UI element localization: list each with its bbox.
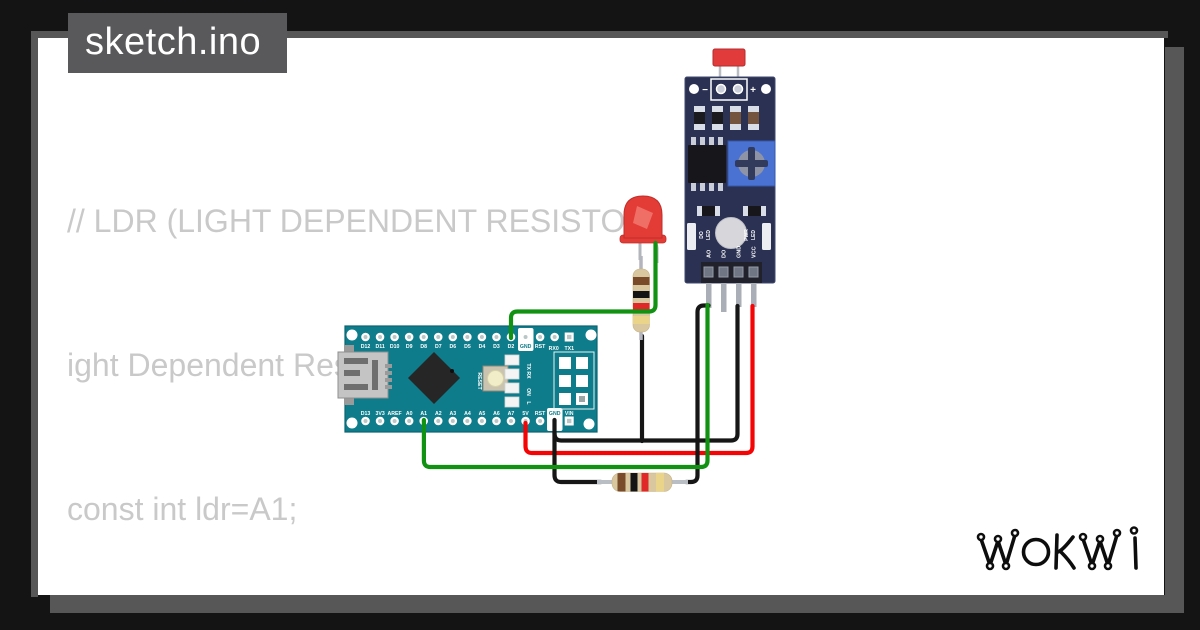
mcu-pin1-dot (450, 369, 454, 373)
wire-a1-ao[interactable] (421, 302, 710, 470)
wire-d2-led[interactable] (508, 240, 658, 341)
ldr-socket (710, 78, 748, 101)
svg-text:GND: GND (549, 411, 561, 417)
svg-text:A2: A2 (435, 411, 442, 417)
svg-text:D4: D4 (479, 344, 486, 350)
pin-ao[interactable] (706, 283, 712, 308)
svg-text:5V: 5V (522, 411, 529, 417)
mcu-chip (408, 352, 460, 404)
svg-text:A3: A3 (449, 411, 456, 417)
reset-label: RESET (476, 372, 482, 390)
nano-top-pin-labels: D12 D11 D10 D9 D8 D7 D6 D5 D4 D3 D2 GND … (361, 344, 574, 352)
wire-5v-vcc[interactable] (523, 303, 755, 456)
ldr-sensor-module[interactable]: − + (684, 48, 776, 312)
svg-text:A6: A6 (493, 411, 500, 417)
svg-text:D3: D3 (493, 344, 500, 350)
arduino-nano-board[interactable]: RESET TX RX ON L (337, 325, 598, 433)
svg-text:D10: D10 (390, 344, 400, 350)
pin-label-vcc: VCC (752, 246, 758, 258)
svg-text:LED: LED (706, 230, 712, 240)
minus-label: − (702, 85, 708, 96)
svg-text:VIN: VIN (565, 411, 574, 417)
svg-text:RST: RST (535, 344, 546, 350)
pin-header (701, 262, 762, 283)
svg-text:RST: RST (535, 411, 546, 417)
mount-hole (346, 329, 358, 341)
potentiometer[interactable] (727, 140, 776, 187)
mount-hole (346, 417, 358, 429)
onboard-leds: TX RX ON L (504, 354, 531, 408)
pwr-led (762, 223, 771, 250)
mount-hole (689, 84, 699, 94)
mount-hole (585, 329, 597, 341)
frame-bottom (50, 595, 1184, 613)
do-led (687, 223, 696, 250)
svg-text:D5: D5 (464, 344, 471, 350)
svg-text:ON: ON (525, 388, 531, 396)
svg-text:TX RX: TX RX (525, 363, 531, 379)
reset-button[interactable] (482, 365, 509, 392)
svg-text:LED: LED (751, 230, 757, 240)
svg-text:A7: A7 (508, 411, 515, 417)
resistor-horizontal[interactable] (597, 472, 688, 492)
svg-text:D9: D9 (406, 344, 413, 350)
svg-text:D12: D12 (361, 344, 371, 350)
frame-left (31, 31, 38, 597)
svg-text:D2: D2 (508, 344, 515, 350)
svg-text:A5: A5 (479, 411, 486, 417)
sketch-file-tab[interactable]: sketch.ino (68, 13, 287, 73)
svg-text:D13: D13 (361, 411, 371, 417)
svg-text:TX1: TX1 (564, 346, 574, 352)
circuit-diagram: RESET TX RX ON L (337, 48, 776, 492)
led-red[interactable] (619, 195, 667, 263)
svg-text:AREF: AREF (388, 411, 402, 417)
frame-right (1165, 47, 1184, 613)
smd-components (694, 106, 759, 130)
svg-text:D7: D7 (435, 344, 442, 350)
usb-connector (337, 345, 392, 405)
code-line: const int ldr=A1; (67, 491, 298, 527)
svg-text:D8: D8 (420, 344, 427, 350)
diagram-canvas[interactable]: // LDR (LIGHT DEPENDENT RESISTOR) ight D… (38, 38, 1164, 595)
svg-text:3V3: 3V3 (375, 411, 384, 417)
wire-gnd-module[interactable] (552, 303, 740, 443)
svg-text:A1: A1 (420, 411, 427, 417)
svg-text:RX0: RX0 (549, 346, 559, 352)
mount-hole (761, 84, 771, 94)
svg-text:L: L (525, 401, 531, 405)
frame-top (31, 31, 1168, 38)
wire-gnd-resistor[interactable] (552, 417, 604, 485)
pin-gnd[interactable] (736, 283, 742, 307)
icsp-header (553, 351, 595, 410)
svg-text:DO: DO (699, 231, 705, 239)
pin-label-ao: AO (707, 249, 713, 258)
resistor-vertical[interactable] (632, 256, 650, 340)
svg-text:A0: A0 (406, 411, 413, 417)
plus-label: + (750, 85, 756, 96)
svg-text:D11: D11 (375, 344, 384, 350)
trimmer-cap (715, 217, 747, 249)
pin-label-gnd: GND (737, 246, 743, 258)
pin-vcc[interactable] (751, 283, 757, 307)
comparator-ic (688, 137, 726, 191)
svg-text:GND: GND (520, 344, 532, 350)
svg-text:D6: D6 (449, 344, 456, 350)
nano-bottom-pin-labels: D13 3V3 AREF A0 A1 A2 A3 A4 A5 A6 A7 5V … (361, 411, 574, 417)
wire-pulldown-ao[interactable] (683, 303, 711, 485)
svg-text:PWR: PWR (744, 229, 750, 241)
smd-resistors (697, 206, 766, 216)
wokwi-logo[interactable] (975, 522, 1155, 574)
photoresistor[interactable] (712, 48, 746, 67)
pin-do[interactable] (721, 283, 727, 312)
pin-label-do: DO (722, 249, 728, 258)
mount-hole (583, 418, 595, 430)
svg-text:A4: A4 (464, 411, 471, 417)
